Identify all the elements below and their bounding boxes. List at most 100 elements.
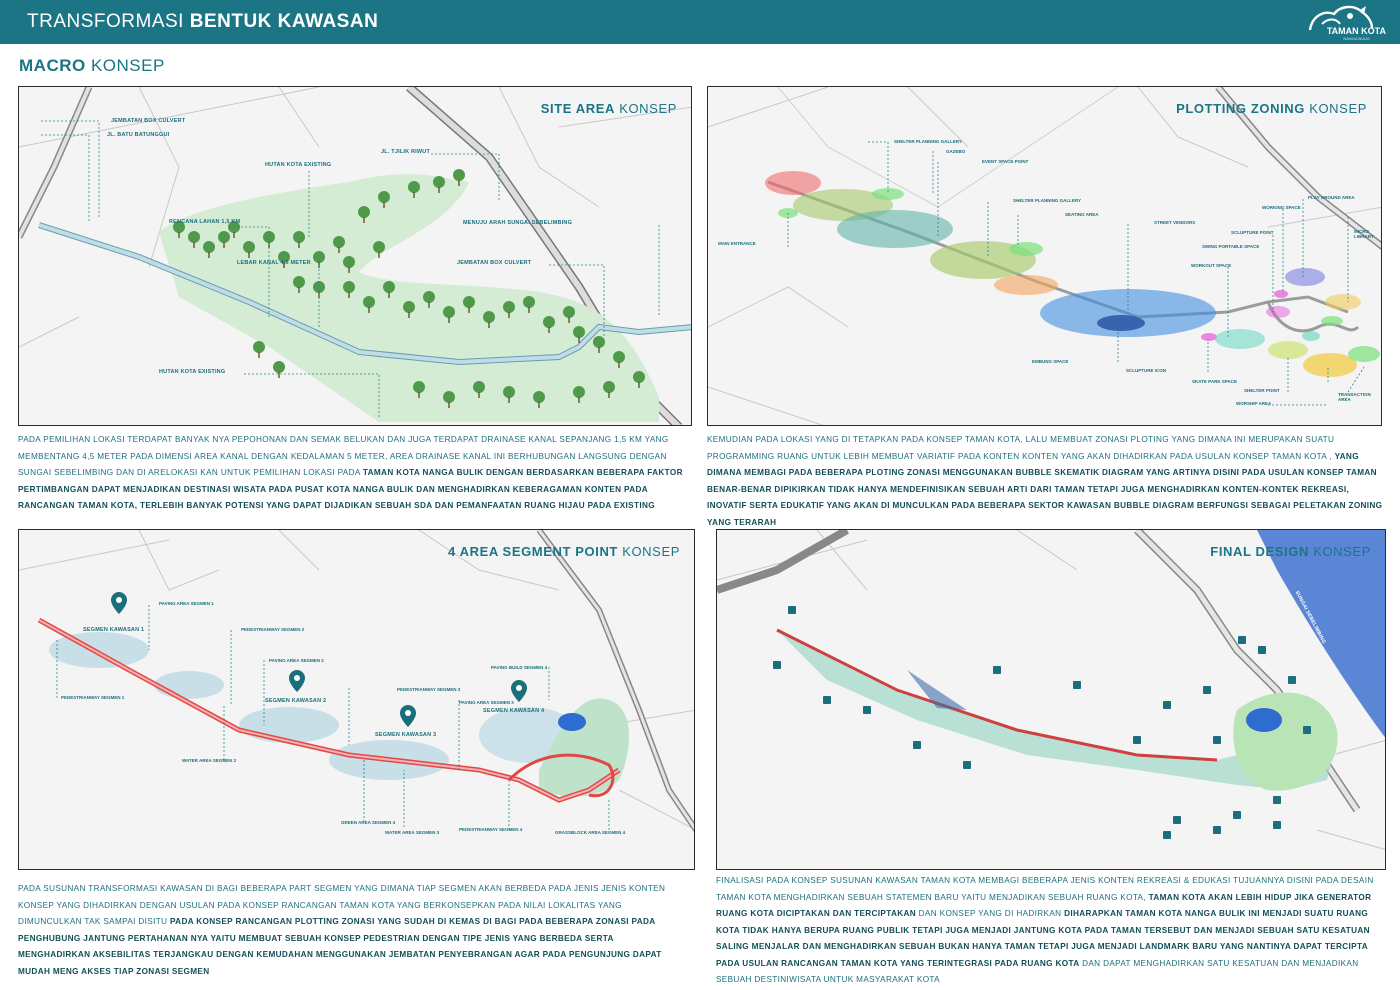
tree-trunk <box>368 307 370 313</box>
plotting-zoning-map <box>708 87 1381 425</box>
tree-trunk <box>528 307 530 313</box>
amenity-icon <box>1173 816 1181 824</box>
label-paving-3: PAVING AREA SEGMEN 3 <box>459 700 514 705</box>
amenity-icon <box>913 741 921 749</box>
final-main-road <box>717 530 849 594</box>
label-event-space: EVENT SPACE POINT <box>982 159 1029 164</box>
amenity-icon <box>1238 636 1246 644</box>
amenity-icon <box>993 666 1001 674</box>
tree-trunk <box>258 352 260 358</box>
tree-trunk <box>388 292 390 298</box>
tree-trunk <box>363 217 365 223</box>
tree-trunk <box>338 247 340 253</box>
amenity-icon <box>1303 726 1311 734</box>
amenity-icon <box>1073 681 1081 689</box>
tree-icon <box>543 316 555 328</box>
tree-trunk <box>348 267 350 273</box>
label-hutan-existing-bottom: HUTAN KOTA EXISTING <box>159 369 226 375</box>
final-design-panel: FINAL DESIGN KONSEP SUNGAI SEBELIMBING <box>716 529 1386 870</box>
amenity-icon <box>1258 646 1266 654</box>
amenity-icon <box>823 696 831 704</box>
label-worship: WORSHIP AREA <box>1236 401 1272 406</box>
tree-trunk <box>598 347 600 353</box>
label-segmen-1: SEGMEN KAWASAN 1 <box>83 627 145 633</box>
plotting-zoning-panel: PLOTTING ZONING KONSEP SHELTER PLANNING … <box>707 86 1382 426</box>
segment-title: 4 AREA SEGMENT POINT KONSEP <box>448 544 680 559</box>
plotting-zoning-description: KEMUDIAN PADA LOKASI YANG DI TETAPKAN PA… <box>707 435 1383 527</box>
tree-icon <box>333 236 345 248</box>
tree-icon <box>523 296 535 308</box>
tree-icon <box>203 241 215 253</box>
tree-trunk <box>223 242 225 248</box>
tree-icon <box>633 371 645 383</box>
logo-subtext: NANGA BULIK <box>1343 36 1370 41</box>
tree-trunk <box>468 307 470 313</box>
label-ped-4: PEDESTRIANWAY SEGMEN 4 <box>459 827 523 832</box>
tree-icon <box>343 281 355 293</box>
label-shelter-planning-1: SHELTER PLANNING GALLERY <box>894 139 963 144</box>
tree-icon <box>358 206 370 218</box>
label-jl-tjilik: JL. TJILIK RIWUT <box>381 149 431 155</box>
label-micro-library: MICRO LIBRARY <box>1354 229 1374 239</box>
tree-trunk <box>538 402 540 408</box>
amenity-icon <box>1163 701 1171 709</box>
label-segmen-2: SEGMEN KAWASAN 2 <box>265 698 327 704</box>
site-area-panel: SITE AREA KONSEP JEMBATAN BOX CULVERT JL… <box>18 86 692 426</box>
tree-trunk <box>638 382 640 388</box>
amenity-icon <box>788 606 796 614</box>
tree-icon <box>453 169 465 181</box>
tree-icon <box>403 301 415 313</box>
site-area-description: PADA PEMILIHAN LOKASI TERDAPAT BANYAK NY… <box>18 435 683 510</box>
page-title: TRANSFORMASI BENTUK KAWASAN <box>27 11 378 33</box>
tree-trunk <box>618 362 620 368</box>
tree-trunk <box>448 317 450 323</box>
label-workout: WORKOUT SPACE <box>1191 263 1232 268</box>
tree-trunk <box>448 402 450 408</box>
label-seating: SEATING AREA <box>1065 212 1099 217</box>
tree-icon <box>293 276 305 288</box>
label-embung: EMBUNG SPACE <box>1032 359 1069 364</box>
tree-trunk <box>508 312 510 318</box>
label-shelter-planning-2: SHELTER PLANNING GALLERY <box>1013 198 1082 203</box>
label-box-culvert-right: JEMBATAN BOX CULVERT <box>457 260 532 266</box>
label-ped-3: PEDESTRIANWAY SEGMEN 3 <box>397 687 461 692</box>
river <box>1257 530 1385 738</box>
tree-icon <box>433 176 445 188</box>
tree-icon <box>408 181 420 193</box>
label-segmen-4: SEGMEN KAWASAN 4 <box>483 708 545 714</box>
segment-map <box>19 530 694 832</box>
label-menuju-sungai: MENUJU ARAH SUNGAI SEBELIMBING <box>463 220 573 226</box>
section-title-light: KONSEP <box>90 56 165 75</box>
tree-icon <box>593 336 605 348</box>
tree-icon <box>423 291 435 303</box>
label-lebar-kanal: LEBAR KANAL 4,5 METER <box>237 260 311 266</box>
label-jl-batu: JL. BATU BATUNGGUI <box>107 132 170 138</box>
final-design-title: FINAL DESIGN KONSEP <box>1210 544 1371 559</box>
tree-icon <box>363 296 375 308</box>
taman-kota-logo-icon <box>1308 5 1374 31</box>
label-sculpture-icon: SCLUPTURE ICON <box>1126 368 1167 373</box>
tree-trunk <box>208 252 210 258</box>
tree-icon <box>603 381 615 393</box>
plotting-zoning-title: PLOTTING ZONING KONSEP <box>1176 101 1367 116</box>
tree-icon <box>218 231 230 243</box>
tree-trunk <box>383 202 385 208</box>
label-hutan-existing-top: HUTAN KOTA EXISTING <box>265 162 332 168</box>
amenity-icon <box>1288 676 1296 684</box>
section-title-bold: MACRO <box>19 56 86 75</box>
tree-trunk <box>428 302 430 308</box>
tree-trunk <box>278 372 280 378</box>
tree-icon <box>443 306 455 318</box>
segment-description: PADA SUSUNAN TRANSFORMASI KAWASAN DI BAG… <box>18 884 666 976</box>
label-paving-4: PAVING BUILD SEGMEN 4 <box>491 665 548 670</box>
tree-trunk <box>438 187 440 193</box>
tree-trunk <box>548 327 550 333</box>
tree-icon <box>473 381 485 393</box>
tree-icon <box>313 251 325 263</box>
tree-trunk <box>508 397 510 403</box>
tree-trunk <box>348 292 350 298</box>
label-grass-4: GRASSBLOCK AREA SEGMEN 4 <box>555 830 626 835</box>
tree-icon <box>503 301 515 313</box>
tree-icon <box>273 361 285 373</box>
tree-icon <box>253 341 265 353</box>
